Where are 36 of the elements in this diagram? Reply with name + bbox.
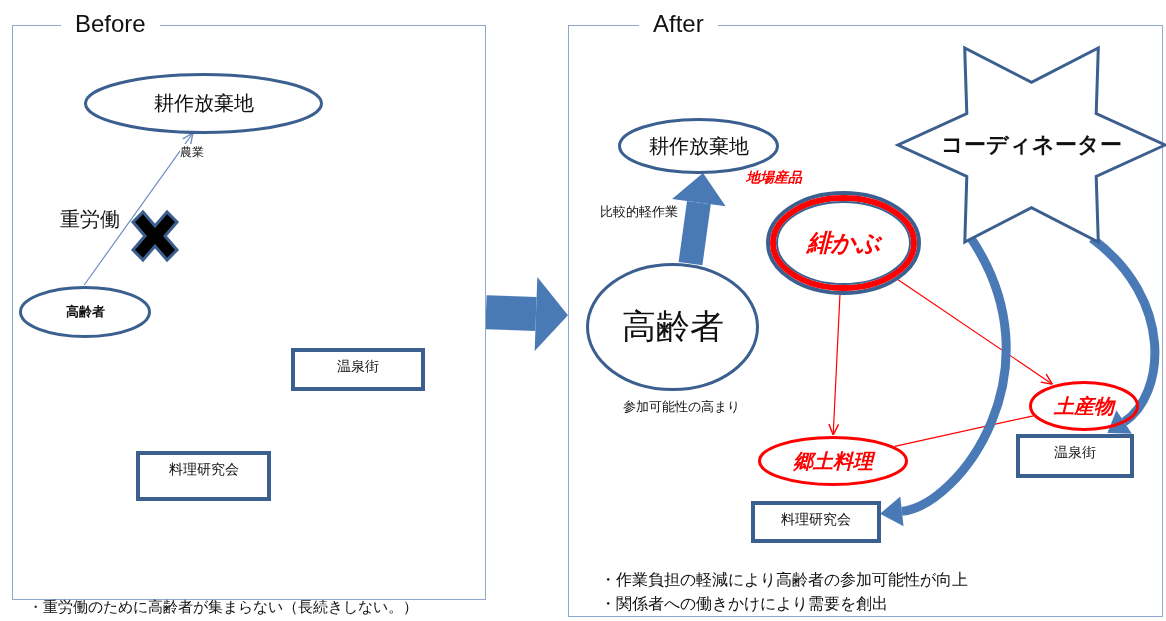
arrow: [828, 293, 841, 436]
node-label: 料理研究会: [781, 511, 851, 529]
ring-oval: [766, 191, 921, 295]
connector-line: [894, 415, 1035, 447]
oval-node: [84, 73, 323, 134]
node-label: 高齢者: [621, 306, 724, 347]
arrow: [896, 278, 1054, 385]
box-node: [1016, 434, 1134, 478]
arrow: [672, 172, 726, 266]
oval-node: [586, 263, 759, 391]
node-label: 温泉街: [1054, 444, 1096, 462]
node-label: 土産物: [1054, 393, 1114, 419]
node-label: 温泉街: [337, 358, 379, 376]
oval-node: [1029, 381, 1139, 431]
oval-node: [758, 436, 908, 486]
node-label: 緋かぶ: [806, 228, 881, 258]
caption-text: 地場産品: [746, 169, 802, 187]
arrow: [880, 235, 1011, 526]
note-text: ・作業負担の軽減により高齢者の参加可能性が向上: [600, 570, 968, 590]
box-node: [751, 501, 881, 543]
box-node: [291, 348, 425, 391]
note-text: ・重労働のために高齢者が集まらない（長続きしない。）: [28, 598, 418, 617]
note-text: ・関係者への働きかけにより需要を創出: [600, 594, 888, 614]
node-label: 耕作放棄地: [153, 91, 254, 116]
annotation-text: 重労働: [60, 207, 120, 232]
edge-label: 農業: [180, 144, 204, 161]
edge-label: 比較的軽作業: [600, 203, 678, 221]
node-label: コーディネーター: [941, 131, 1122, 159]
node-label: 高齢者: [65, 303, 105, 321]
box-node: [136, 451, 271, 501]
arrow: [83, 132, 194, 286]
oval-node: [19, 286, 151, 338]
arrow: [485, 277, 568, 351]
node-label: 料理研究会: [168, 461, 239, 479]
caption-text: 参加可能性の高まり: [623, 398, 740, 416]
node-label: 耕作放棄地: [648, 133, 749, 159]
